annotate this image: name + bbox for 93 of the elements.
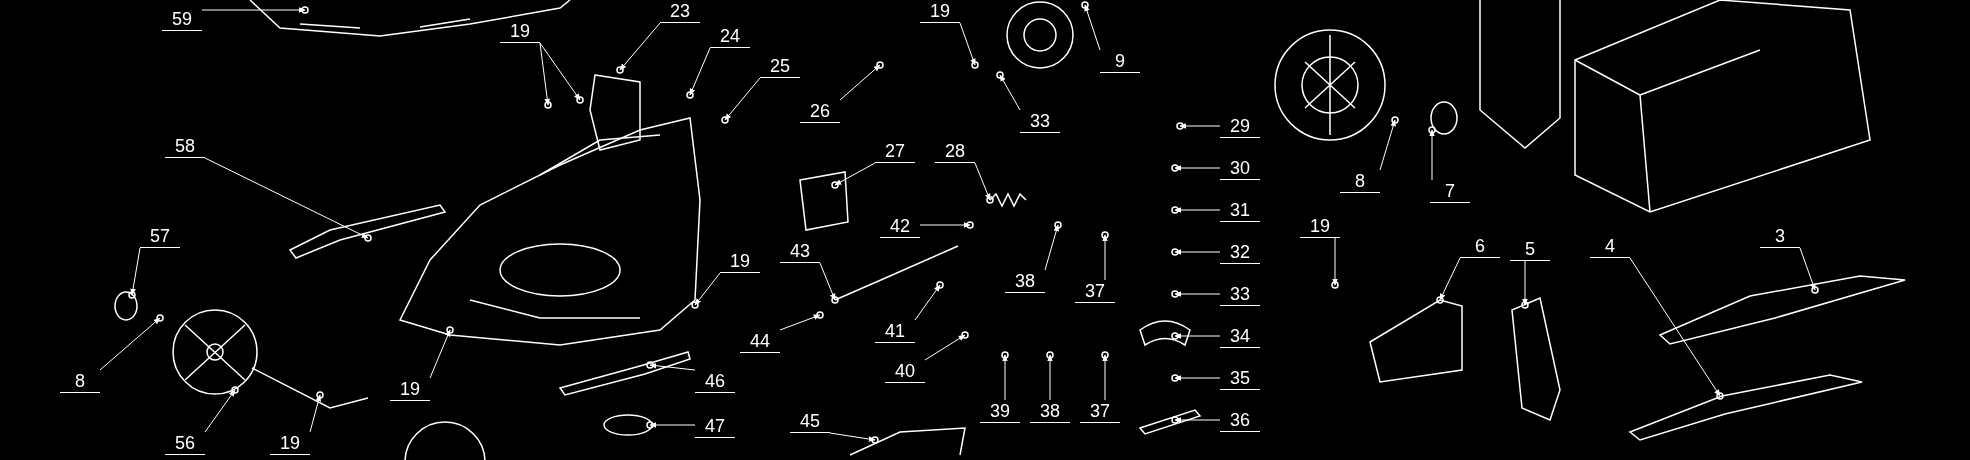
leader-line — [201, 7, 306, 13]
leader-line — [649, 362, 696, 371]
leader-line — [204, 157, 369, 239]
leader-line — [1084, 4, 1101, 51]
callout-number: 7 — [1430, 180, 1470, 203]
leader-line — [1174, 207, 1221, 213]
callout-number: 57 — [140, 225, 180, 248]
leader-line — [1174, 249, 1221, 255]
leader-line — [309, 394, 322, 433]
leader-line — [779, 314, 821, 331]
callout-number: 36 — [1220, 409, 1260, 432]
callout-number: 39 — [980, 400, 1020, 423]
callout-number: 8 — [1340, 170, 1380, 193]
callout-number: 37 — [1075, 280, 1115, 303]
callout-number: 37 — [1080, 400, 1120, 423]
callout-number: 34 — [1220, 325, 1260, 348]
leader-line — [1102, 234, 1108, 281]
leader-line — [1102, 354, 1108, 401]
callout-number: 19 — [920, 0, 960, 23]
callout-number: 47 — [695, 415, 735, 438]
leader-line — [834, 162, 876, 186]
callout-number: 38 — [1030, 400, 1070, 423]
callout-number: 5 — [1510, 238, 1550, 261]
leader-line — [724, 77, 761, 121]
leader-line — [1174, 417, 1221, 423]
callout-number: 19 — [270, 432, 310, 455]
leader-line — [130, 247, 141, 296]
leader-line — [619, 22, 661, 71]
callout-number: 19 — [720, 250, 760, 273]
leader-line — [1174, 375, 1221, 381]
leader-line — [1799, 247, 1816, 291]
callout-number: 32 — [1220, 241, 1260, 264]
leader-line — [1002, 354, 1008, 401]
callout-number: 38 — [1005, 270, 1045, 293]
callout-number: 4 — [1590, 235, 1630, 258]
callout-number: 9 — [1100, 50, 1140, 73]
callout-number: 6 — [1460, 235, 1500, 258]
callout-number: 43 — [780, 240, 820, 263]
callout-number: 58 — [165, 135, 205, 158]
leader-line — [959, 22, 976, 66]
leader-line — [919, 222, 971, 228]
callout-number: 42 — [880, 215, 920, 238]
leader-line — [819, 262, 836, 301]
callout-number: 3 — [1760, 225, 1800, 248]
callout-number: 19 — [390, 378, 430, 401]
leader-line — [1522, 260, 1528, 306]
callout-number: 24 — [710, 25, 750, 48]
callout-number: 25 — [760, 55, 800, 78]
callout-number: 27 — [875, 140, 915, 163]
leader-line — [1179, 123, 1221, 129]
leader-line — [1047, 354, 1053, 401]
leader-line — [1629, 257, 1721, 397]
leader-line — [429, 329, 451, 379]
callout-number: 45 — [790, 410, 830, 433]
leader-line — [99, 317, 161, 371]
callout-number: 19 — [1300, 215, 1340, 238]
callout-number: 40 — [885, 360, 925, 383]
callout-number: 59 — [162, 8, 202, 31]
leader-line — [539, 42, 550, 106]
leader-line — [924, 334, 966, 361]
callout-number: 33 — [1020, 110, 1060, 133]
callout-number: 29 — [1220, 115, 1260, 138]
leader-line — [1174, 165, 1221, 171]
callout-number: 41 — [875, 320, 915, 343]
leader-line — [1429, 129, 1435, 181]
leader-line — [1439, 257, 1461, 301]
leader-line — [1379, 119, 1396, 171]
leader-line — [689, 47, 711, 96]
leader-line — [1044, 224, 1059, 271]
leader-line — [694, 272, 721, 306]
callout-number: 44 — [740, 330, 780, 353]
leader-line — [1174, 333, 1221, 339]
callout-number: 23 — [660, 0, 700, 23]
leader-line — [914, 284, 941, 321]
leader-line — [1174, 291, 1221, 297]
leader-line — [539, 42, 581, 101]
leader-line — [839, 64, 881, 101]
callout-number: 33 — [1220, 283, 1260, 306]
callout-number: 8 — [60, 370, 100, 393]
leader-line — [204, 389, 236, 433]
leader-line — [974, 162, 991, 201]
callout-number: 31 — [1220, 199, 1260, 222]
leader-line — [1332, 237, 1338, 286]
callout-number: 28 — [935, 140, 975, 163]
callout-number: 19 — [500, 20, 540, 43]
leader-line — [999, 74, 1021, 111]
callout-number: 35 — [1220, 367, 1260, 390]
callout-number: 46 — [695, 370, 735, 393]
callout-number: 30 — [1220, 157, 1260, 180]
callout-number: 26 — [800, 100, 840, 123]
callout-number: 56 — [165, 432, 205, 455]
leader-line — [829, 432, 876, 442]
leader-line — [649, 422, 696, 428]
